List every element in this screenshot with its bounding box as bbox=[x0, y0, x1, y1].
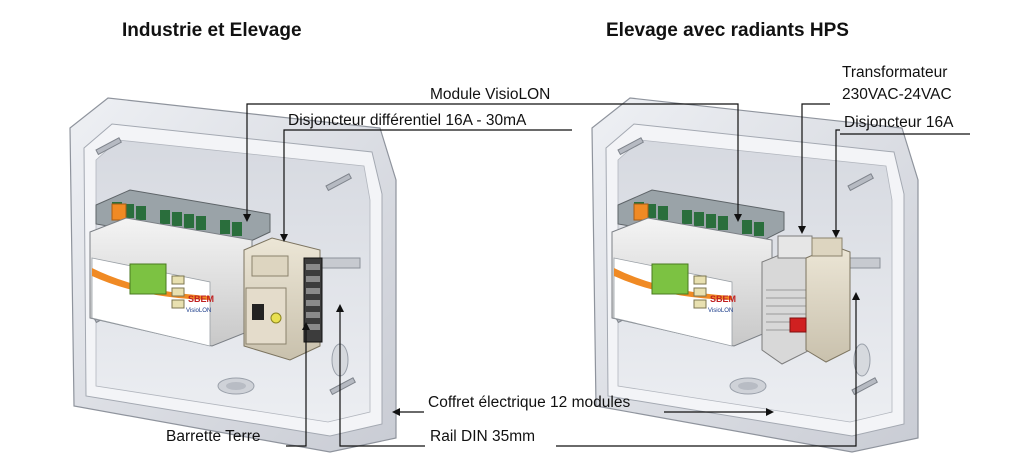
module-brand-logo-right: SBEM bbox=[710, 294, 736, 304]
title-elevage-hps: Elevage avec radiants HPS bbox=[606, 20, 849, 41]
module-model-logo-right: VisioLON bbox=[708, 308, 733, 314]
arrow-heads bbox=[243, 214, 860, 416]
module-model-logo: VisioLON bbox=[186, 308, 211, 314]
label-module-visiolon: Module VisioLON bbox=[430, 86, 551, 103]
leader-lines bbox=[246, 103, 970, 447]
label-barrette-terre: Barrette Terre bbox=[166, 428, 261, 445]
enclosure-left: SBEM VisioLON bbox=[69, 97, 397, 453]
enclosure-right: SBEM VisioLON bbox=[591, 97, 919, 453]
label-disjoncteur-16a: Disjoncteur 16A bbox=[844, 114, 954, 131]
label-transformateur-voltage: 230VAC-24VAC bbox=[842, 86, 952, 103]
label-rail-din: Rail DIN 35mm bbox=[430, 428, 536, 445]
label-disjoncteur-differentiel: Disjoncteur différentiel 16A - 30mA bbox=[288, 112, 527, 129]
label-transformateur: Transformateur bbox=[842, 64, 948, 81]
title-industrie-elevage: Industrie et Elevage bbox=[122, 20, 302, 41]
module-brand-logo: SBEM bbox=[188, 294, 214, 304]
label-coffret: Coffret électrique 12 modules bbox=[428, 394, 631, 411]
